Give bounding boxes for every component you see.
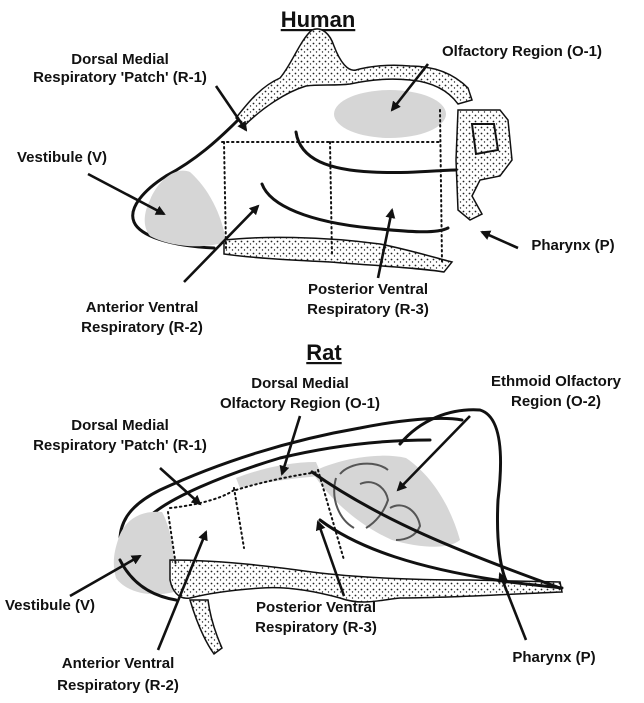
human-label-dorsal-medial-1: Dorsal Medial: [71, 51, 169, 68]
rat-dm-olfactory-region: [236, 462, 322, 488]
rat-label-dm-olfactory-2: Olfactory Region (O-1): [220, 395, 380, 412]
human-sphenoid-bone: [456, 110, 512, 220]
rat-label-dm-olfactory-1: Dorsal Medial: [251, 375, 349, 392]
human-inferior-turbinate: [262, 184, 448, 232]
human-middle-turbinate: [296, 132, 456, 173]
human-label-pharynx: Pharynx (P): [531, 237, 614, 254]
human-label-vestibule: Vestibule (V): [17, 149, 107, 166]
rat-incisor: [190, 600, 222, 654]
rat-label-vestibule: Vestibule (V): [5, 597, 95, 614]
human-palate-bone: [224, 237, 452, 272]
rat-panel: Rat Dorsal Medial Olfactory Region (O-1: [5, 340, 622, 694]
human-divider-posterior: [440, 110, 442, 262]
human-divider-anterior: [224, 142, 226, 248]
human-panel: Human Dorsal Medial Respiratory 'Patch' …: [17, 7, 615, 336]
rat-label-ethmoid-2: Region (O-2): [511, 393, 601, 410]
rat-arrow-ethmoid: [398, 416, 470, 490]
human-label-posterior-1: Posterior Ventral: [308, 281, 428, 298]
human-label-posterior-2: Respiratory (R-3): [307, 301, 429, 318]
rat-label-posterior-2: Respiratory (R-3): [255, 619, 377, 636]
rat-label-anterior-2: Respiratory (R-2): [57, 677, 179, 694]
rat-divider-vestibule-top: [170, 490, 234, 508]
human-olfactory-region: [334, 90, 446, 138]
human-arrow-vestibule: [88, 174, 164, 214]
human-label-anterior-2: Respiratory (R-2): [81, 319, 203, 336]
human-label-dorsal-medial-2: Respiratory 'Patch' (R-1): [33, 69, 207, 86]
rat-divider-middle: [234, 488, 244, 548]
rat-label-dorsal-medial-1: Dorsal Medial: [71, 417, 169, 434]
human-arrow-dorsal-medial: [216, 86, 246, 130]
rat-title: Rat: [306, 340, 342, 365]
human-arrow-pharynx: [482, 232, 518, 248]
rat-label-pharynx: Pharynx (P): [512, 649, 595, 666]
rat-label-anterior-1: Anterior Ventral: [62, 655, 175, 672]
rat-label-dorsal-medial-2: Respiratory 'Patch' (R-1): [33, 437, 207, 454]
rat-label-ethmoid-1: Ethmoid Olfactory: [491, 373, 622, 390]
human-label-anterior-1: Anterior Ventral: [86, 299, 199, 316]
human-label-olfactory: Olfactory Region (O-1): [442, 43, 602, 60]
rat-label-posterior-1: Posterior Ventral: [256, 599, 376, 616]
